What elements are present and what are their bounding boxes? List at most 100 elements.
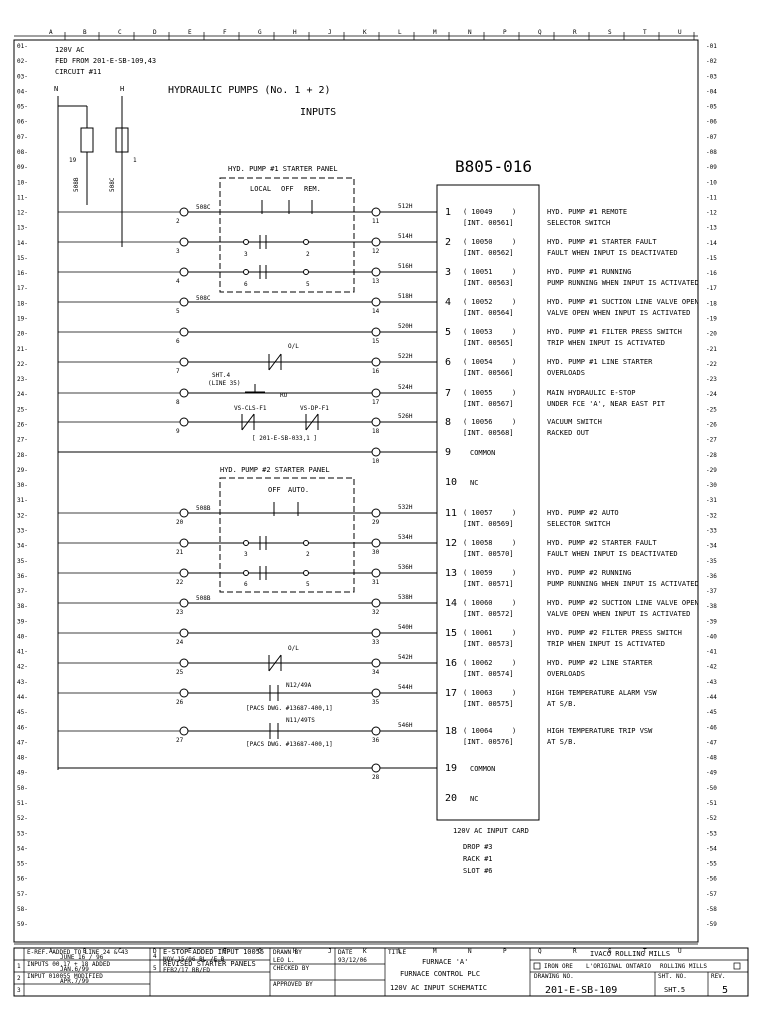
channel-desc-line2: PUMP RUNNING WHEN INPUT IS ACTIVATED [547, 279, 699, 287]
row-ref: -34 [706, 543, 717, 550]
svg-text:4: 4 [153, 953, 157, 960]
column-ref: C [118, 29, 122, 36]
row-ref: 52- [17, 815, 28, 822]
channel-number: 18 [445, 726, 457, 737]
channel-desc-line2: UNDER FCE 'A', NEAR EAST PIT [547, 400, 666, 408]
panel1-off: OFF [281, 185, 294, 193]
svg-text:DRAWN BY: DRAWN BY [273, 949, 302, 956]
right-terminal-number: 18 [372, 428, 380, 435]
row-ref: 38- [17, 603, 28, 610]
terminal-icon [371, 207, 381, 217]
terminal-icon [371, 763, 381, 773]
terminal-icon [371, 417, 381, 427]
pacs2-label: [PACS DWG. #13687-400,1] [246, 741, 333, 748]
panel-terminal: 2 [306, 551, 310, 558]
terminal-icon [179, 267, 189, 277]
channel-desc-line2: OVERLOADS [547, 369, 585, 377]
column-ref: A [49, 29, 53, 36]
row-ref: 54- [17, 845, 28, 852]
row-ref: 01- [17, 43, 28, 50]
row-ref: 12- [17, 210, 28, 217]
column-ref: B [83, 948, 87, 955]
row-ref: 23- [17, 376, 28, 383]
channel-address: ( 10064 [463, 727, 493, 735]
row-ref: -55 [706, 861, 717, 868]
channel-number: 17 [445, 688, 457, 699]
row-ref: -25 [706, 406, 717, 413]
channel-desc-line1: HYD. PUMP #1 LINE STARTER [547, 358, 653, 366]
channel-desc-line1: HYD. PUMP #2 STARTER FAULT [547, 539, 657, 547]
column-ref: M [433, 29, 437, 36]
rev3-desc: INPUT 010055 MODIFIED [27, 973, 103, 980]
left-terminal-number: 3 [176, 248, 180, 255]
checkbox-icon [533, 962, 541, 970]
row-ref: -02 [706, 58, 717, 65]
svg-text:APPROVED BY: APPROVED BY [273, 981, 313, 988]
row-ref: -20 [706, 331, 717, 338]
column-ref: Q [538, 948, 542, 955]
address-close: ) [512, 389, 516, 397]
source-line2: FED FROM 201-E-SB-109,43 [55, 57, 156, 65]
panel2-auto: AUTO. [288, 486, 309, 494]
svg-text:1: 1 [17, 963, 21, 970]
column-ref: N [468, 29, 472, 36]
row-ref: 35- [17, 558, 28, 565]
contact-terminal-icon [303, 269, 309, 275]
row-ref: 15- [17, 255, 28, 262]
channel-internal: [INT. 00570] [463, 550, 514, 558]
wire-508c-a: 508C [196, 204, 211, 211]
channel-number: 5 [445, 327, 451, 338]
right-terminal-number: 29 [372, 519, 380, 526]
channel-desc-line1: HYD. PUMP #1 RUNNING [547, 268, 631, 276]
row-ref: 42- [17, 664, 28, 671]
card-slot: SLOT #6 [463, 867, 493, 875]
row-ref: -47 [706, 739, 717, 746]
row-ref: -28 [706, 452, 717, 459]
row-ref: 09- [17, 164, 28, 171]
row-ref: -06 [706, 119, 717, 126]
row-ref: 40- [17, 633, 28, 640]
address-close: ) [512, 629, 516, 637]
channel-address: ( 10059 [463, 569, 493, 577]
channel-desc-line2: TRIP WHEN INPUT IS ACTIVATED [547, 640, 665, 648]
fuse-icon [80, 127, 94, 153]
fuse-n-number: 19 [69, 157, 77, 164]
channel-desc-line1: HYD. PUMP #2 AUTO [547, 509, 619, 517]
row-ref: -22 [706, 361, 717, 368]
wire-number: 518H [398, 293, 413, 300]
right-terminal-number: 36 [372, 737, 380, 744]
row-ref: 49- [17, 770, 28, 777]
channel-address: ( 10057 [463, 509, 493, 517]
row-ref: 47- [17, 739, 28, 746]
title-line2: FURNACE CONTROL PLC [400, 970, 480, 978]
row-ref: 06- [17, 119, 28, 126]
row-ref: 25- [17, 406, 28, 413]
channel-desc-line1: HYD. PUMP #2 SUCTION LINE VALVE OPEN [547, 599, 699, 607]
row-ref: -59 [706, 921, 717, 928]
company-name: IVACO ROLLING MILLS [590, 950, 670, 958]
column-ref: R [573, 948, 577, 955]
channel-desc-line2: FAULT WHEN INPUT IS DEACTIVATED [547, 550, 678, 558]
row-ref: 46- [17, 724, 28, 731]
channel-address: ( 10061 [463, 629, 493, 637]
channel-number: 16 [445, 658, 457, 669]
channel-address: ( 10049 [463, 208, 493, 216]
wire-number: 520H [398, 323, 413, 330]
panel1-local: LOCAL [250, 185, 271, 193]
row-ref: -19 [706, 316, 717, 323]
terminal-icon [371, 688, 381, 698]
contact-terminal-icon [243, 540, 249, 546]
channel-desc-line1: HYD. PUMP #1 FILTER PRESS SWITCH [547, 328, 682, 336]
column-ref: C [118, 948, 122, 955]
row-ref: 21- [17, 346, 28, 353]
row-ref: 11- [17, 194, 28, 201]
column-ref: T [643, 29, 647, 36]
rev5-desc: REVISED STARTER PANELS [163, 960, 256, 968]
common-label: COMMON [470, 765, 495, 773]
diagram-title: HYDRAULIC PUMPS (No. 1 + 2) [168, 85, 331, 96]
ol2-label: O/L [288, 645, 299, 652]
channel-internal: [INT. 00575] [463, 700, 514, 708]
wire-n-label: 508B [73, 177, 80, 192]
rev3-date: APR.7/99 [60, 978, 89, 985]
